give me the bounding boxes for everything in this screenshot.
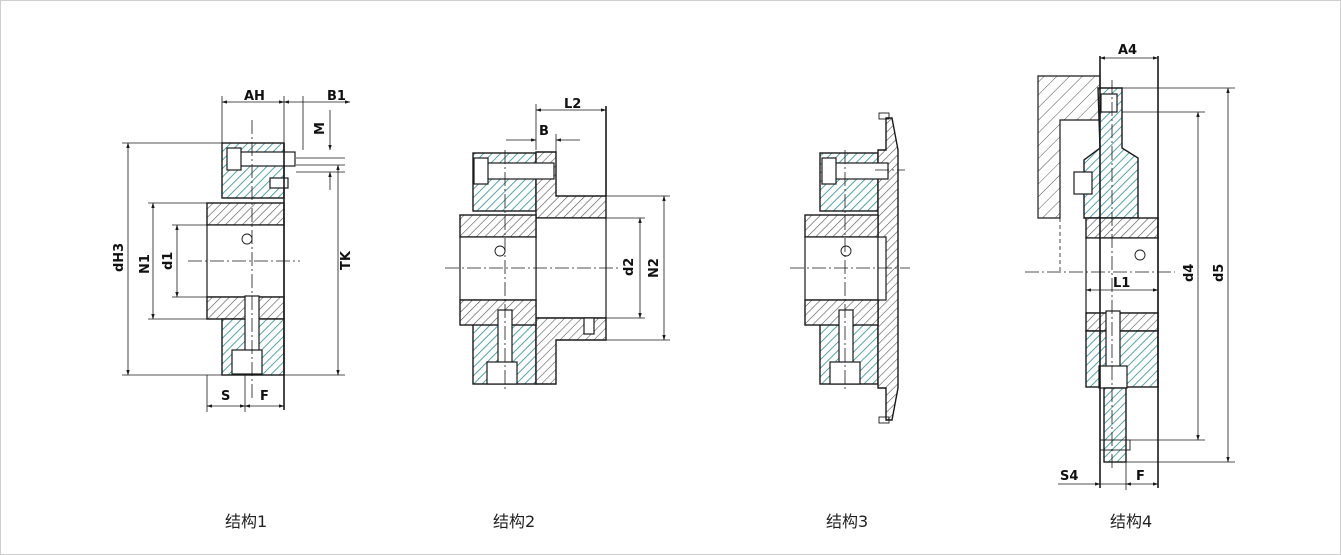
structure-1: AH B1 M dH3 N1 d1 TK S F bbox=[112, 89, 354, 412]
s2-body bbox=[459, 106, 607, 385]
label-ah: AH bbox=[244, 89, 265, 104]
s2-centerlines bbox=[445, 150, 620, 390]
s1-labels: AH B1 M dH3 N1 d1 TK S F bbox=[112, 89, 354, 404]
label-n1: N1 bbox=[138, 254, 153, 274]
label-d2: d2 bbox=[622, 258, 637, 276]
label-tk: TK bbox=[339, 250, 354, 270]
caption-structure-4: 结构4 bbox=[1110, 512, 1153, 531]
label-s4: S4 bbox=[1060, 469, 1078, 484]
label-m: M bbox=[313, 122, 328, 135]
label-f: F bbox=[260, 389, 269, 404]
s2-dimensions bbox=[506, 104, 670, 341]
label-d4: d4 bbox=[1182, 264, 1197, 282]
caption-structure-1: 结构1 bbox=[225, 512, 268, 531]
s4-centerlines bbox=[1025, 80, 1175, 470]
s3-centerlines bbox=[790, 150, 910, 390]
label-b: B bbox=[539, 124, 549, 139]
structure-4: A4 L1 d4 d5 S4 F bbox=[1025, 43, 1235, 490]
s2-labels: L2 B d2 N2 bbox=[539, 97, 662, 278]
s1-centerlines bbox=[188, 120, 300, 400]
caption-structure-3: 结构3 bbox=[826, 512, 869, 531]
structure-3 bbox=[790, 112, 910, 424]
label-dh3: dH3 bbox=[112, 243, 127, 272]
s3-body bbox=[804, 112, 899, 424]
s1-body bbox=[206, 142, 296, 410]
s4-dimensions bbox=[1058, 56, 1235, 490]
label-d1: d1 bbox=[161, 252, 176, 270]
label-l1: L1 bbox=[1113, 276, 1130, 291]
caption-structure-2: 结构2 bbox=[493, 512, 536, 531]
structure-2: L2 B d2 N2 bbox=[445, 97, 670, 390]
label-b1: B1 bbox=[327, 89, 346, 104]
label-d5: d5 bbox=[1212, 264, 1227, 282]
label-f4: F bbox=[1136, 469, 1145, 484]
s1-dimensions bbox=[122, 96, 351, 412]
label-a4: A4 bbox=[1118, 43, 1137, 58]
s4-body bbox=[1037, 56, 1159, 488]
label-s: S bbox=[221, 389, 230, 404]
s4-labels: A4 L1 d4 d5 S4 F bbox=[1060, 43, 1227, 484]
label-n2: N2 bbox=[647, 258, 662, 278]
label-l2: L2 bbox=[564, 97, 581, 112]
